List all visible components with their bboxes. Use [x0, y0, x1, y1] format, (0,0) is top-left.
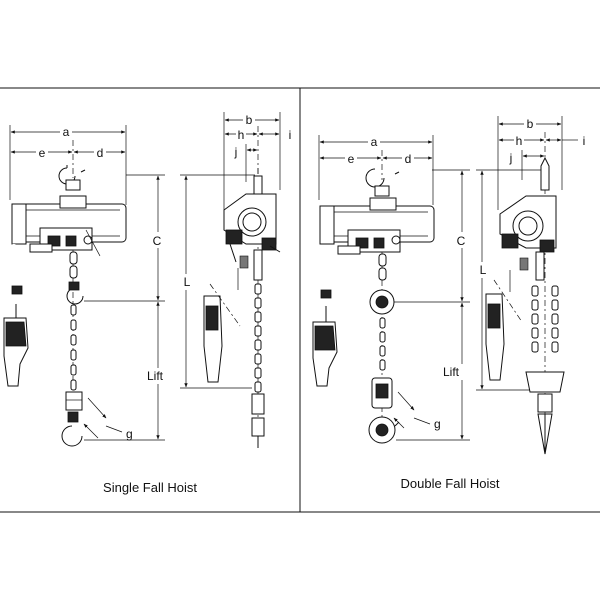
double-hoist-side-view [485, 156, 565, 455]
dimension-c-lift-2: C Lift [394, 169, 470, 441]
dim-l-label-2: L [480, 263, 487, 277]
dimension-a: a [9, 124, 127, 205]
dim-i-label-2: i [583, 134, 586, 148]
single-fall-panel: a e d [3, 112, 292, 495]
double-fall-panel: a e d [312, 116, 586, 491]
double-chain-links [379, 317, 386, 371]
dim-c-label: C [153, 234, 162, 248]
dimension-d: d [73, 145, 126, 160]
dim-g-label-2: g [434, 417, 441, 431]
dim-d-label-2: d [405, 152, 412, 166]
single-fall-caption: Single Fall Hoist [103, 480, 197, 495]
dim-b-label-2: b [527, 117, 534, 131]
dimension-g: g [83, 397, 133, 441]
dim-b-label: b [246, 113, 253, 127]
dimension-b-h-i-j-2: b h i j [497, 116, 586, 210]
dimension-a-2: a [318, 134, 434, 205]
dim-c-label-2: C [457, 234, 466, 248]
single-hoist-side-view [203, 168, 281, 448]
frame [0, 87, 600, 513]
double-side-chain-links [531, 285, 559, 353]
dimension-c-lift: C Lift [84, 174, 168, 441]
dimension-l: L [180, 174, 255, 389]
dim-a-label-2: a [371, 135, 378, 149]
dim-e-label-2: e [348, 152, 355, 166]
single-chain-links [70, 304, 77, 391]
dim-g-label: g [126, 427, 133, 441]
single-hoist-front-view [3, 165, 127, 447]
dim-j-label-2: j [509, 151, 513, 165]
dim-d-label: d [97, 146, 104, 160]
dim-h-label: h [238, 128, 245, 142]
dimension-e-2: e [319, 150, 383, 180]
dim-e-label: e [39, 146, 46, 160]
dim-lift-label: Lift [147, 369, 164, 383]
double-fall-caption: Double Fall Hoist [401, 476, 500, 491]
dim-j-label: j [234, 145, 238, 159]
dim-lift-label-2: Lift [443, 365, 460, 379]
dim-h-label-2: h [516, 134, 523, 148]
dim-l-label: L [184, 275, 191, 289]
dimension-l-2: L [476, 169, 548, 391]
dim-a-label: a [63, 125, 70, 139]
dimension-d-2: d [382, 151, 433, 166]
dim-i-label: i [289, 128, 292, 142]
double-hoist-front-view [312, 168, 435, 444]
dimension-g-2: g [393, 391, 441, 431]
dimension-e: e [10, 140, 74, 178]
